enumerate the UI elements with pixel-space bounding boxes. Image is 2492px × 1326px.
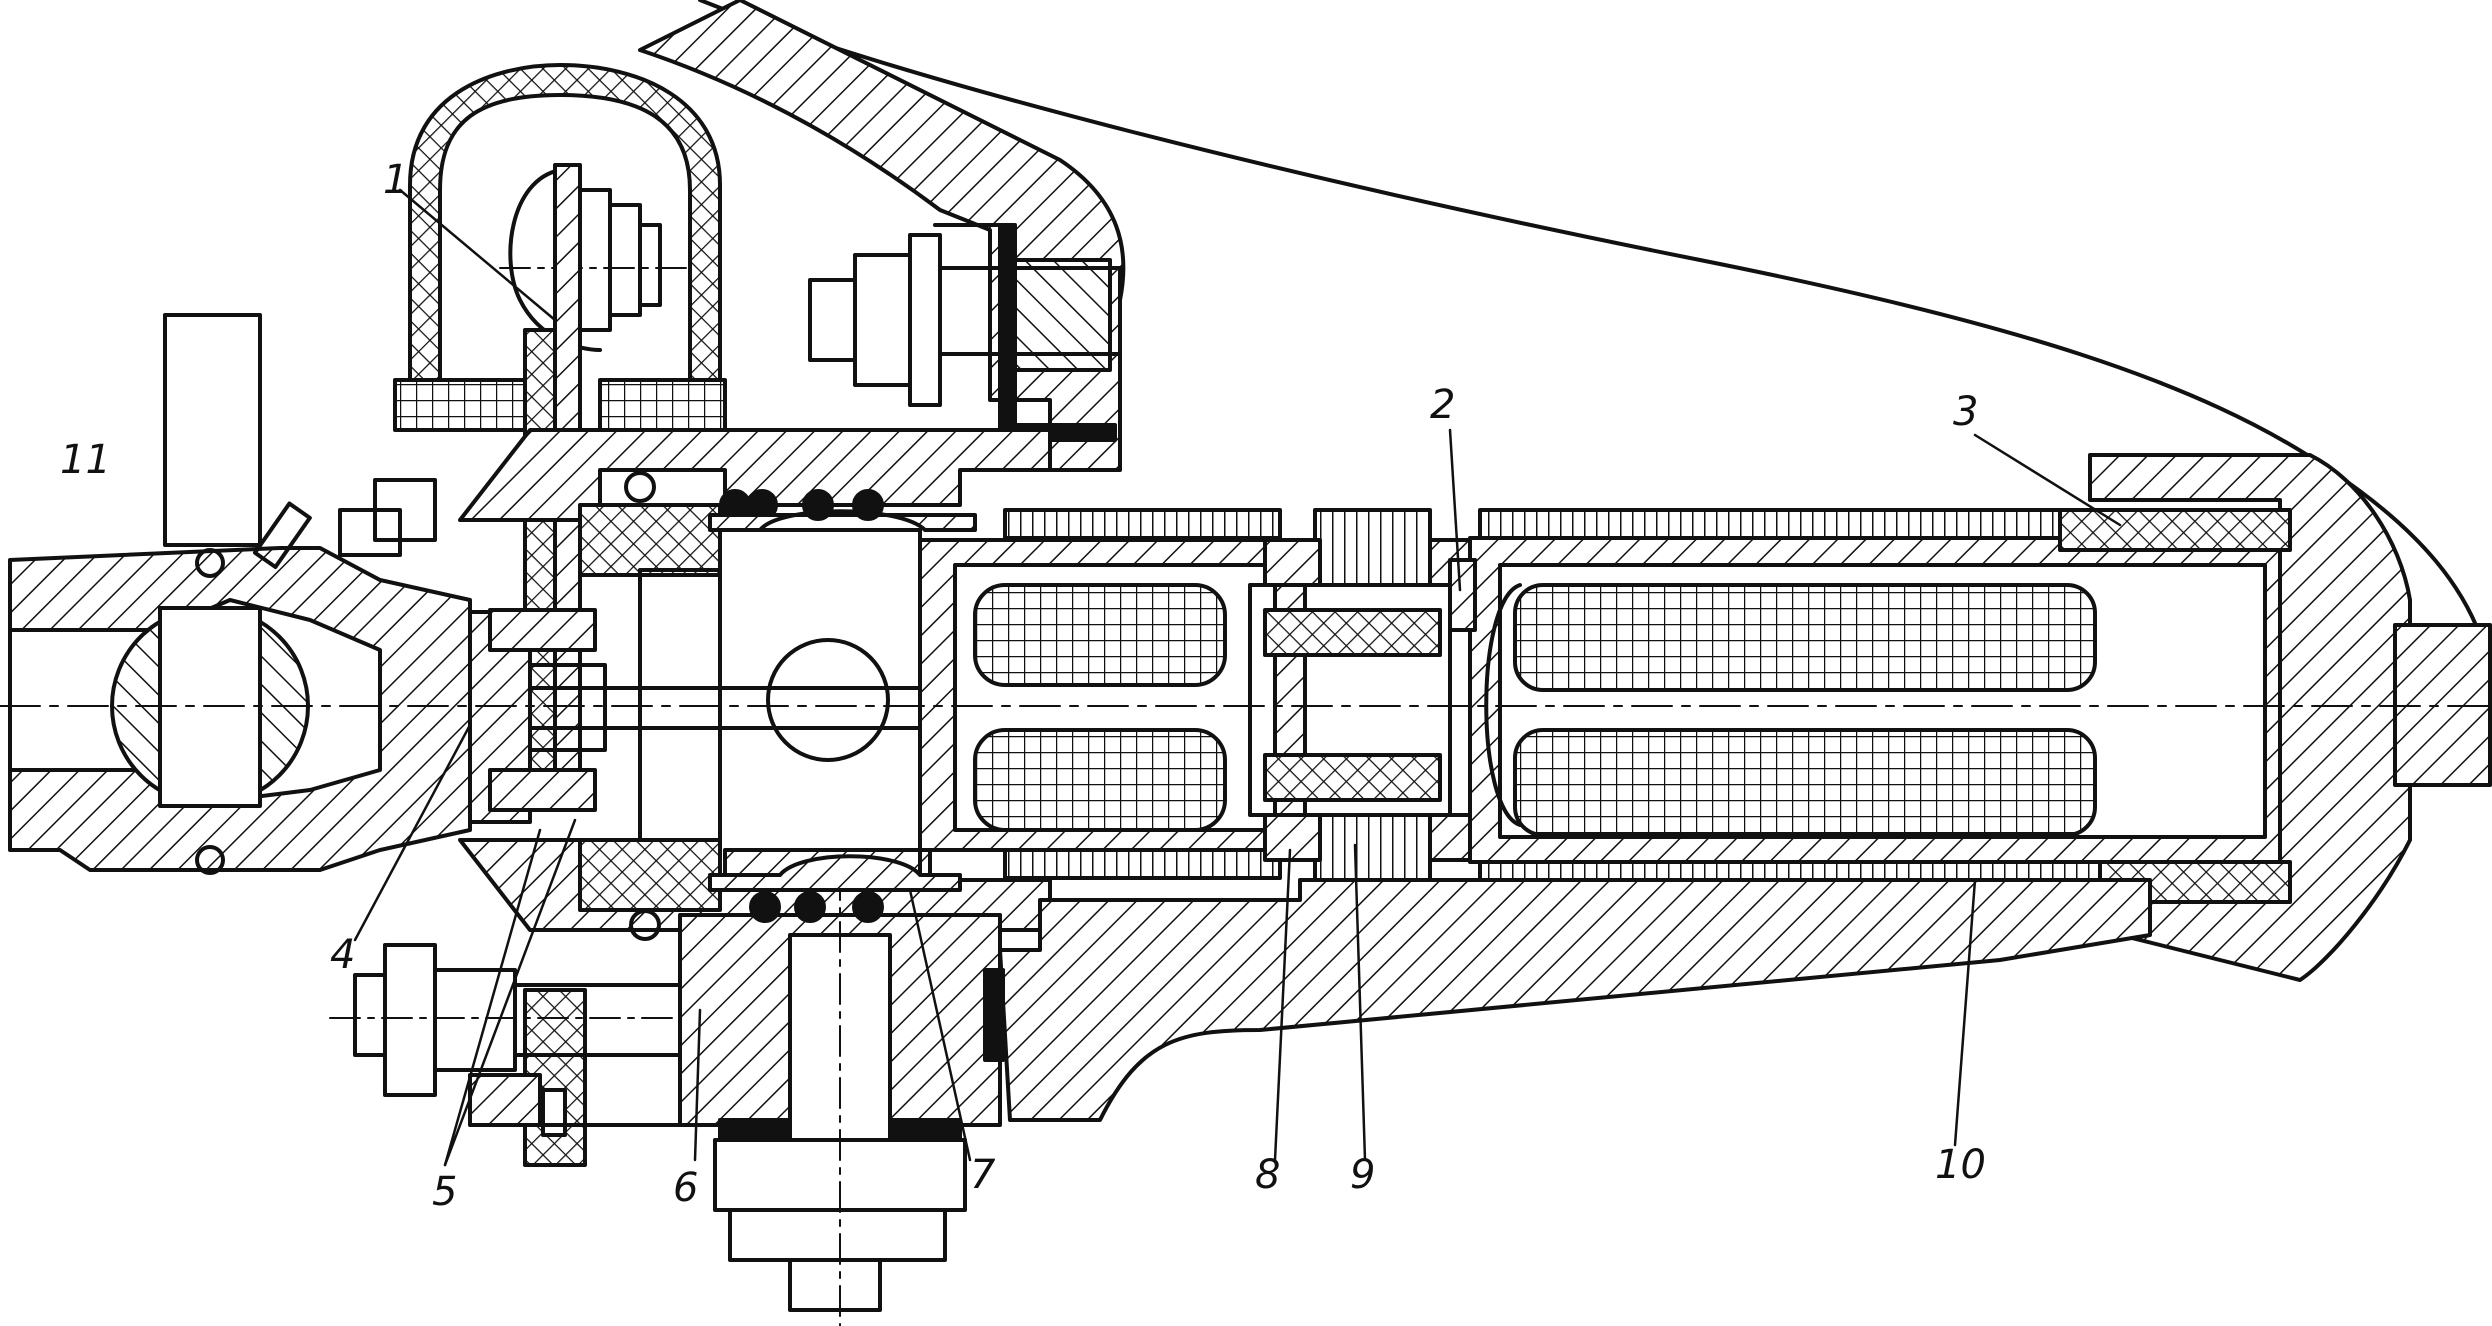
callout-9: 9 <box>1350 1152 1376 1198</box>
clutch-ring-lower <box>578 838 722 912</box>
shaft-flange <box>488 608 597 652</box>
fitting-bracket <box>338 508 402 557</box>
motor-winding-upper <box>973 583 1227 687</box>
motor-stator-upper <box>1003 508 1282 540</box>
guard-base-right <box>598 378 727 432</box>
pin-bottom <box>195 845 225 875</box>
coupling-flange-left <box>1263 538 1322 587</box>
generator-rotor-end <box>1484 583 1522 827</box>
outer-fairing-outline <box>698 0 2490 662</box>
bearing-ball-top <box>624 471 656 503</box>
belt-slot <box>541 1088 567 1137</box>
callout-6: 6 <box>673 1165 699 1211</box>
guard-base-left <box>393 378 537 432</box>
shaft-gear-block <box>718 528 922 892</box>
shaft-cross-section <box>766 638 890 762</box>
frame-seal <box>983 968 1005 1062</box>
clutch-ring-upper <box>578 503 722 577</box>
callout-5: 5 <box>432 1169 458 1215</box>
coupling-insert-lower <box>1263 753 1442 802</box>
fitting-bracket-2 <box>373 478 437 542</box>
pin-top <box>195 548 225 578</box>
generator-winding-upper <box>1513 583 2097 692</box>
generator-winding-lower <box>1513 728 2097 837</box>
cowl-inner-block <box>1013 258 1112 372</box>
motor-winding-lower <box>973 728 1227 832</box>
callout-3: 3 <box>1953 389 1979 435</box>
right-end-housing <box>2088 453 2412 982</box>
bottom-nut <box>728 1208 947 1262</box>
coupling-body <box>1248 583 1452 817</box>
coupling-insert-upper <box>1263 608 1442 657</box>
bottom-seal-right <box>888 1118 962 1140</box>
lower-frame <box>998 878 2152 1122</box>
leader-lines <box>353 188 2122 1167</box>
callout-11: 11 <box>60 437 111 483</box>
pulley-nut <box>608 203 642 317</box>
callout-8: 8 <box>1255 1152 1281 1198</box>
end-seal-upper <box>2058 508 2292 552</box>
fitting-post <box>163 313 262 547</box>
motor-stator-lower <box>1003 848 1282 880</box>
top-bolt <box>808 233 1122 407</box>
callout-7: 7 <box>970 1152 996 1198</box>
callout-4: 4 <box>330 932 356 978</box>
callout-10: 10 <box>1935 1142 1986 1188</box>
callout-2: 2 <box>1430 382 1456 428</box>
gear-tooth-top <box>708 509 977 532</box>
pulley-washer <box>638 223 662 307</box>
fitting-pin <box>252 501 312 570</box>
spring-coils-lower <box>749 891 884 923</box>
generator-gap-2 <box>1448 558 1477 632</box>
coupling-flange-right-low <box>1428 813 1477 862</box>
callout-1: 1 <box>383 157 409 203</box>
generator-stator-upper <box>1478 508 2062 540</box>
bottom-nut-cap <box>788 1258 882 1312</box>
shaft-collar <box>528 663 607 752</box>
shaft-flange-lower <box>488 768 597 812</box>
coupling-flange-left-low <box>1263 813 1322 862</box>
bottom-seal-left <box>718 1118 792 1140</box>
gearbox-housing <box>458 428 1052 522</box>
gear-tooth-bottom <box>708 854 962 892</box>
coupling-block-upper <box>1313 508 1432 587</box>
